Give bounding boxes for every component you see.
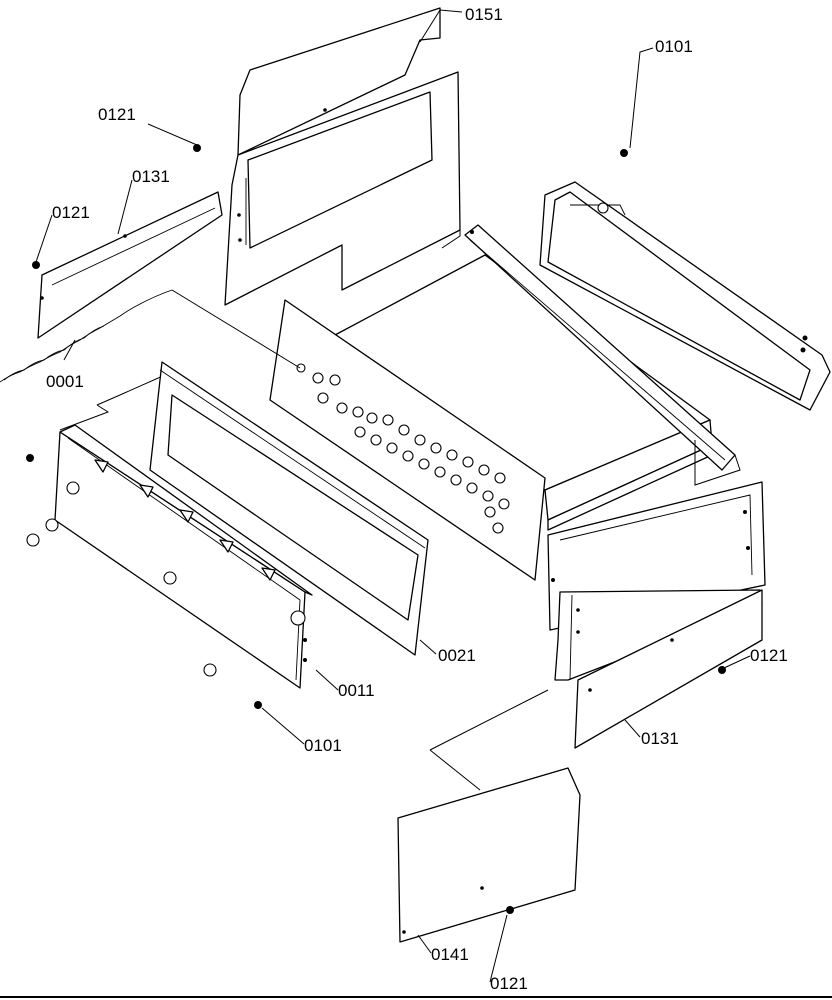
right-lower-panel [574, 589, 763, 749]
top-cover-panel [224, 7, 461, 306]
bottom-cover-panel [397, 767, 581, 943]
callout-0101-bottom: 0101 [304, 736, 342, 755]
circuit-board [269, 299, 546, 581]
callout-0121-right: 0121 [750, 646, 788, 665]
wire-harness [0, 289, 173, 383]
callout-0131-left: 0131 [132, 167, 170, 186]
callout-0001: 0001 [46, 372, 84, 391]
callout-0011: 0011 [338, 681, 375, 700]
door-gasket [149, 361, 429, 656]
main-chassis [334, 254, 713, 531]
rear-housing [539, 181, 831, 411]
callout-0121-left: 0121 [52, 203, 90, 222]
rear-guide-outline [441, 222, 741, 486]
left-side-panel [37, 191, 223, 339]
panel-knobs [26, 459, 307, 677]
callout-0101-top: 0101 [655, 37, 693, 56]
callout-0121-bottom: 0121 [490, 974, 528, 993]
board-components [296, 363, 510, 534]
callout-0021: 0021 [438, 646, 476, 665]
assembly-guides [59, 289, 549, 791]
callout-0121-top: 0121 [98, 105, 136, 124]
bottom-border-line [0, 996, 832, 998]
screws [26, 144, 726, 914]
callout-0141: 0141 [431, 945, 469, 964]
right-side-trim [554, 589, 763, 681]
front-control-panel [26, 424, 313, 689]
callout-0131-right: 0131 [641, 729, 679, 748]
callout-labels: 0151 0101 0121 0131 0121 0001 0021 0011 … [46, 5, 788, 993]
callout-0151: 0151 [465, 5, 503, 24]
leader-lines [35, 9, 751, 983]
